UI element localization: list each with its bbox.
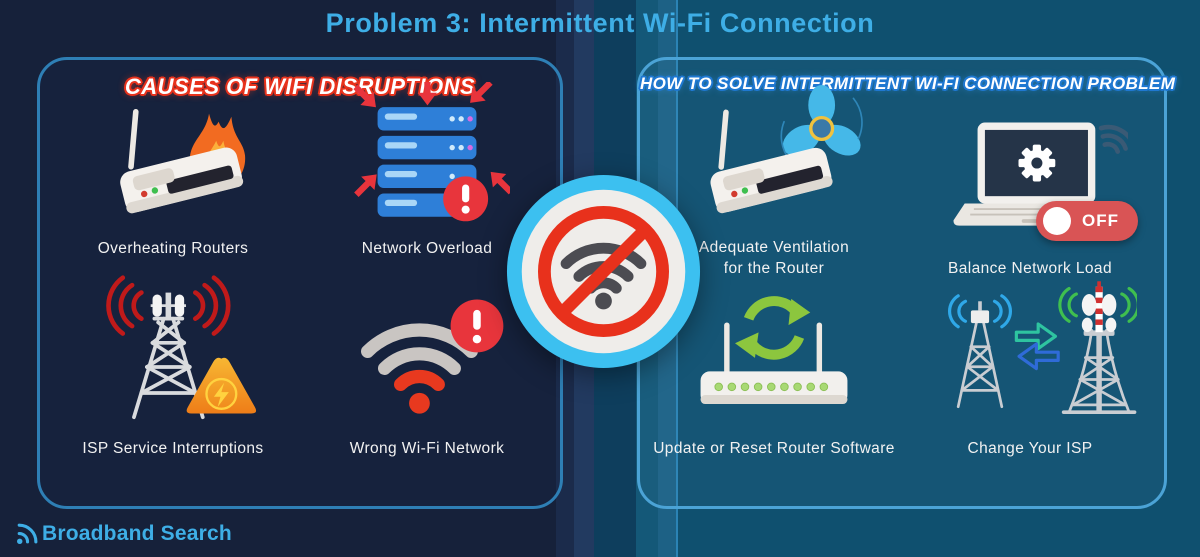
solution-item-change-isp: Change Your ISP <box>902 281 1158 468</box>
toggle-label: OFF <box>1082 211 1119 231</box>
refresh-icon <box>735 296 811 360</box>
exchange-arrows <box>1014 322 1060 371</box>
cause-item-network-overload: Network Overload <box>300 75 554 268</box>
solution-item-balance-load: OFF Balance Network Load <box>902 112 1158 288</box>
tower-left <box>956 321 1004 409</box>
exclamation-badge <box>450 299 504 353</box>
brand-logo: Broadband Search <box>14 521 232 546</box>
page-title: Problem 3: Intermittent Wi-Fi Connection <box>325 8 875 38</box>
cause-item-overheating-routers: Overheating Routers <box>46 108 300 268</box>
wifi-waves-icon <box>1098 124 1136 154</box>
causes-grid: Overheating Routers <box>46 75 554 468</box>
cause-label-overheating-routers: Overheating Routers <box>97 240 249 258</box>
modem-body <box>700 371 848 405</box>
no-wifi-badge <box>505 173 702 370</box>
solution-label-update-router: Update or Reset Router Software <box>653 440 895 458</box>
solutions-header: HOW TO SOLVE INTERMITTENT WI-FI CONNECTI… <box>640 74 1176 93</box>
solution-label-ventilation: Adequate Ventilation for the Router <box>698 239 850 278</box>
overheating-router-icon <box>117 108 246 215</box>
solutions-grid: Adequate Ventilation for the Router <box>646 85 1158 468</box>
update-router-icon <box>700 296 848 405</box>
solution-label-change-isp: Change Your ISP <box>967 440 1093 458</box>
change-isp-icon <box>948 281 1140 415</box>
causes-header: CAUSES OF WIFI DISRUPTIONS <box>124 74 476 99</box>
cause-item-isp-interruptions: ISP Service Interruptions <box>46 268 300 468</box>
causes-panel: CAUSES OF WIFI DISRUPTIONS Overheating R… <box>37 57 563 509</box>
cause-item-wrong-wifi: Wrong Wi-Fi Network <box>300 268 554 468</box>
cause-label-isp-interruptions: ISP Service Interruptions <box>82 440 264 458</box>
off-toggle: OFF <box>1036 201 1138 242</box>
solution-item-ventilation: Adequate Ventilation for the Router <box>646 85 902 288</box>
solutions-panel: HOW TO SOLVE INTERMITTENT WI-FI CONNECTI… <box>637 57 1176 509</box>
blue-waves <box>948 294 1012 329</box>
no-wifi-icon <box>506 174 701 369</box>
exclamation-badge <box>443 176 489 222</box>
router-ventilation-icon <box>708 85 863 215</box>
radio-waves <box>106 275 231 336</box>
power-warning-triangle <box>186 357 257 414</box>
solution-item-update-router: Update or Reset Router Software <box>646 288 902 468</box>
cause-label-network-overload: Network Overload <box>361 240 493 258</box>
right-background <box>620 0 1200 557</box>
wrong-wifi-icon <box>360 299 504 414</box>
toggle-knob <box>1043 207 1071 236</box>
cause-label-wrong-wifi: Wrong Wi-Fi Network <box>349 440 505 458</box>
isp-interruption-icon <box>106 275 257 420</box>
solution-label-balance-load: Balance Network Load <box>948 260 1112 278</box>
brand-name: Broadband Search <box>42 521 232 545</box>
network-overload-icon <box>348 75 518 222</box>
broadband-search-logo-icon <box>17 523 38 545</box>
gear-icon <box>1018 144 1056 182</box>
prohibition-sign <box>537 205 670 338</box>
